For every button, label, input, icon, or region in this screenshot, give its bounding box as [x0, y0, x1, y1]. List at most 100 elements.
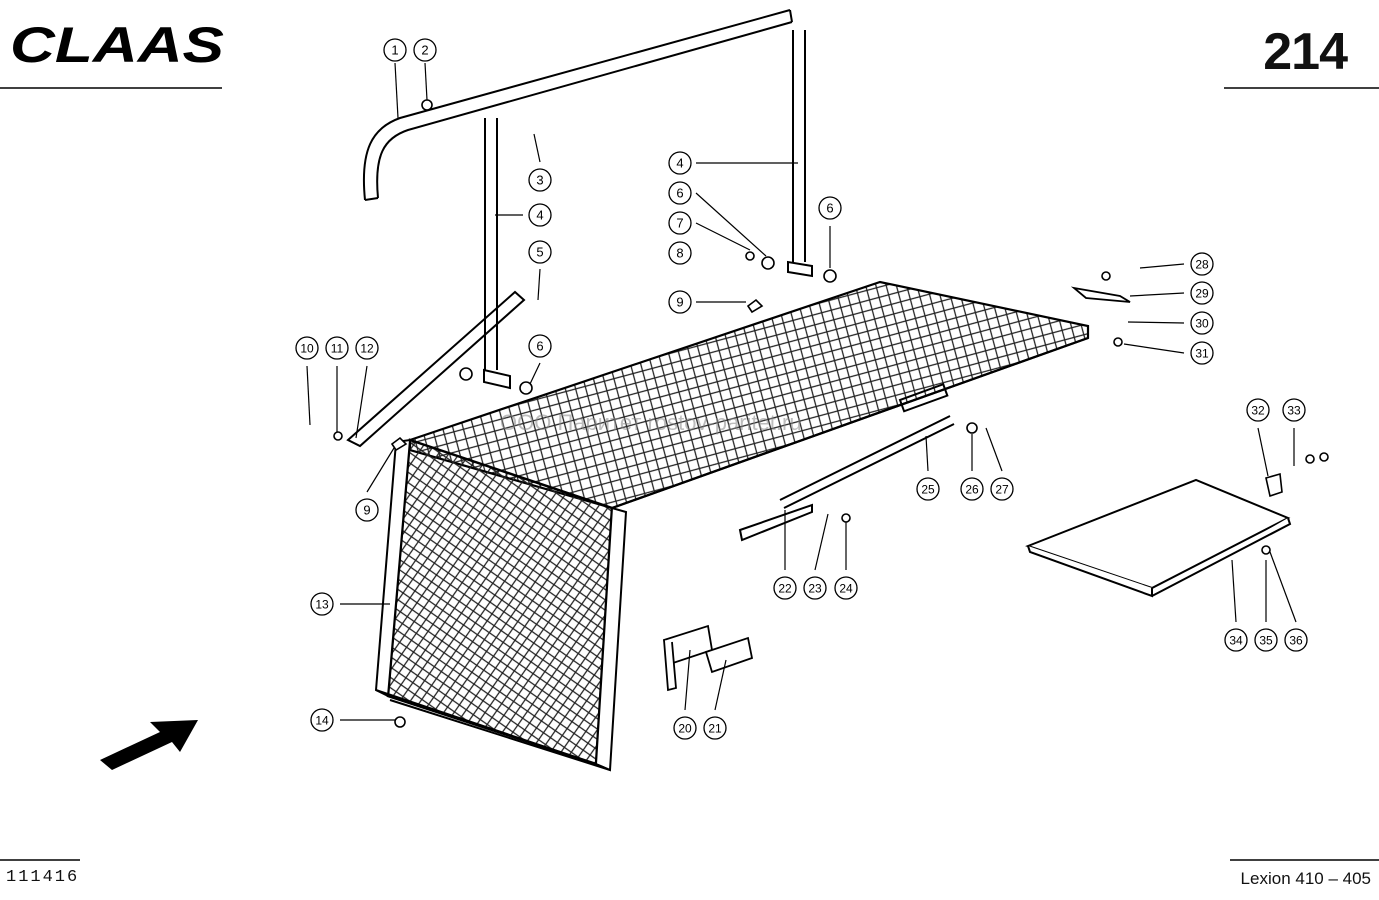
claas-logo: CLAAS [10, 18, 224, 70]
callout-4: 4 [528, 203, 552, 227]
callout-21: 21 [703, 716, 727, 740]
cover-plate [1025, 478, 1292, 598]
callout-circle [528, 168, 552, 192]
callout-number: 10 [300, 342, 314, 356]
callout-number: 23 [808, 582, 822, 596]
callout-14: 14 [310, 708, 334, 732]
callout-circle [1246, 398, 1270, 422]
callout-20: 20 [673, 716, 697, 740]
railing-tube [362, 9, 793, 201]
callout-number: 9 [676, 295, 683, 310]
callout-6: 6 [818, 196, 842, 220]
direction-arrow-icon [100, 720, 198, 770]
callout-32: 32 [1246, 398, 1270, 422]
callout-number: 11 [331, 342, 344, 356]
callout-33: 33 [1282, 398, 1306, 422]
callout-number: 12 [360, 342, 374, 356]
callout-circle [673, 716, 697, 740]
callout-number: 24 [839, 582, 853, 596]
callout-11: 11 [325, 336, 349, 360]
callout-8: 8 [668, 241, 692, 265]
callout-circle [834, 576, 858, 600]
callout-5: 5 [528, 240, 552, 264]
callout-number: 34 [1229, 634, 1243, 648]
callout-circle [1190, 281, 1214, 305]
callout-number: 9 [363, 503, 370, 518]
callout-12: 12 [355, 336, 379, 360]
callout-circle [668, 241, 692, 265]
document-number: 111416 [6, 868, 80, 887]
callout-number: 27 [995, 483, 1009, 497]
callout-28: 28 [1190, 252, 1214, 276]
callout-13: 13 [310, 592, 334, 616]
callout-number: 35 [1259, 634, 1273, 648]
callout-number: 14 [315, 714, 329, 728]
callout-29: 29 [1190, 281, 1214, 305]
callout-circle [295, 336, 319, 360]
model-label: Lexion 410 – 405 [1240, 869, 1371, 888]
callout-number: 4 [536, 208, 543, 223]
callout-number: 30 [1195, 317, 1209, 331]
callout-circle [1190, 311, 1214, 335]
callout-circle [383, 38, 407, 62]
callout-number: 21 [708, 722, 722, 736]
callout-10: 10 [295, 336, 319, 360]
callout-circle [916, 477, 940, 501]
callout-circle [703, 716, 727, 740]
callout-24: 24 [834, 576, 858, 600]
callout-circle [1284, 628, 1308, 652]
callout-circle [668, 211, 692, 235]
callout-number: 36 [1289, 634, 1303, 648]
page-number: 214 [1263, 23, 1348, 81]
callout-circle [1190, 252, 1214, 276]
callout-number: 32 [1251, 404, 1265, 418]
callout-4: 4 [668, 151, 692, 175]
callout-circle [528, 240, 552, 264]
callout-6: 6 [668, 181, 692, 205]
callout-number: 28 [1195, 258, 1209, 272]
callout-circle [818, 196, 842, 220]
callout-circle [668, 181, 692, 205]
callout-circle [1282, 398, 1306, 422]
callout-circle [355, 336, 379, 360]
callout-number: 33 [1287, 404, 1301, 418]
callout-31: 31 [1190, 341, 1214, 365]
support-posts [483, 30, 813, 390]
callout-circle [803, 576, 827, 600]
callout-number: 8 [676, 246, 683, 261]
callout-circle [960, 477, 984, 501]
callout-number: 6 [826, 201, 833, 216]
callout-circle [413, 38, 437, 62]
callout-26: 26 [960, 477, 984, 501]
callout-number: 13 [315, 598, 329, 612]
callout-6: 6 [528, 334, 552, 358]
callout-2: 2 [413, 38, 437, 62]
callout-number: 29 [1195, 287, 1209, 301]
callout-9: 9 [668, 290, 692, 314]
callout-number: 25 [921, 483, 935, 497]
callout-35: 35 [1254, 628, 1278, 652]
callout-36: 36 [1284, 628, 1308, 652]
brand-text: CLAAS [10, 18, 224, 70]
watermark: ООО Паритет rostov-paritet.ru [500, 410, 802, 435]
frame-lines [0, 87, 1379, 861]
callout-number: 31 [1195, 347, 1209, 361]
callout-number: 26 [965, 483, 979, 497]
callout-34: 34 [1224, 628, 1248, 652]
callout-circle [668, 290, 692, 314]
diagonal-brace [346, 290, 526, 448]
callout-circle [528, 334, 552, 358]
hinge-bracket [1070, 286, 1131, 303]
callout-circle [310, 708, 334, 732]
callout-3: 3 [528, 168, 552, 192]
callout-circle [325, 336, 349, 360]
callout-circle [668, 151, 692, 175]
callout-1: 1 [383, 38, 407, 62]
callout-number: 4 [676, 156, 683, 171]
callout-circle [310, 592, 334, 616]
callout-number: 2 [421, 43, 428, 58]
callout-circle [773, 576, 797, 600]
callout-30: 30 [1190, 311, 1214, 335]
